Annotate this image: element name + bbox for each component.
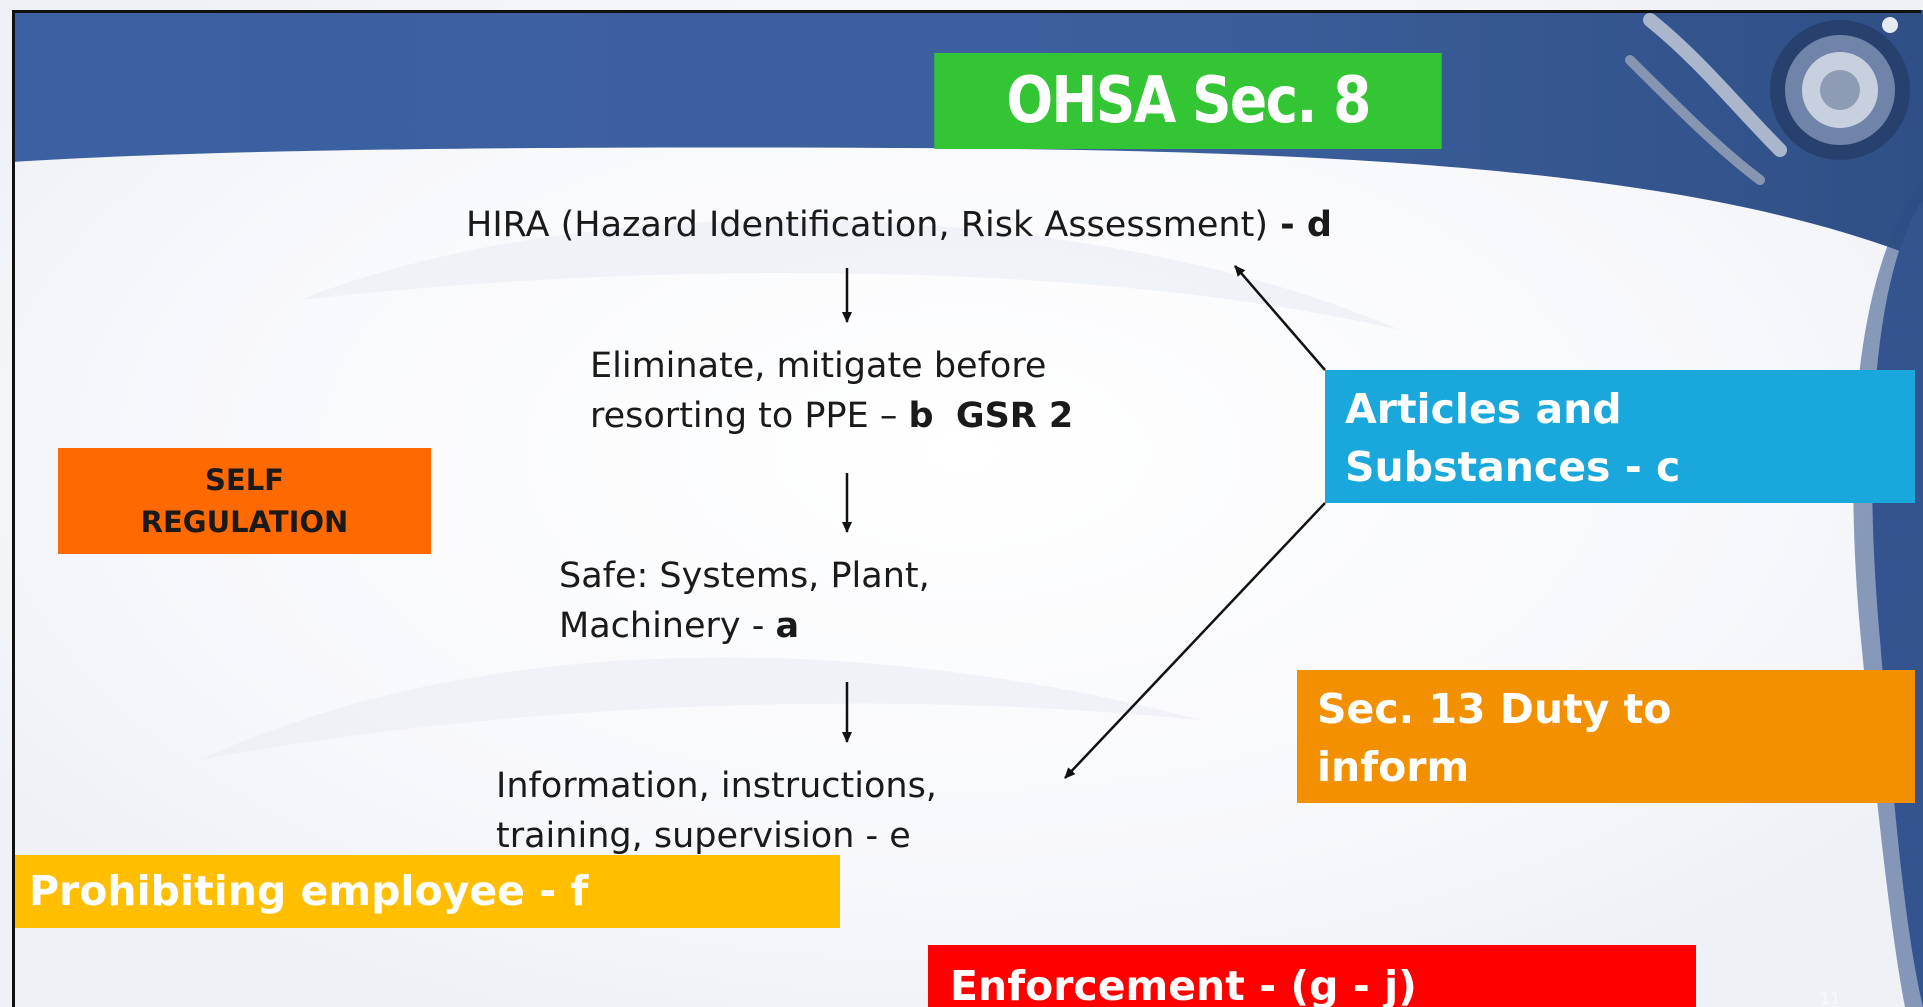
- arrow-articles-to-hira: [1234, 265, 1326, 371]
- hira-dash: -: [1267, 205, 1307, 245]
- sec13-line-1: Sec. 13 Duty to: [1317, 685, 1672, 733]
- eliminate-line-2-text: resorting to PPE –: [590, 396, 909, 436]
- self-regulation-line-1: SELF: [205, 463, 284, 497]
- flow-step-hira: HIRA (Hazard Identification, Risk Assess…: [466, 200, 1332, 250]
- safe-ref: a: [775, 606, 800, 646]
- self-regulation-line-2: REGULATION: [140, 505, 349, 539]
- eliminate-line-1: Eliminate, mitigate before: [590, 346, 1047, 386]
- self-regulation-box: SELF REGULATION: [58, 448, 431, 554]
- flow-step-eliminate: Eliminate, mitigate before resorting to …: [590, 341, 1073, 441]
- stethoscope-decoration-icon: [1625, 13, 1910, 185]
- articles-line-2: Substances - c: [1345, 443, 1681, 491]
- safe-line-2-text: Machinery -: [559, 606, 776, 646]
- flow-step-safe: Safe: Systems, Plant, Machinery - a: [559, 551, 930, 651]
- sec13-duty-box: Sec. 13 Duty to inform: [1297, 670, 1915, 803]
- slide-frame: [12, 10, 1921, 1007]
- page-title: OHSA Sec. 8: [934, 53, 1442, 149]
- eliminate-line-2: resorting to PPE – b GSR 2: [590, 391, 1073, 441]
- arrow-articles-to-information: [1064, 502, 1326, 779]
- information-line-1: Information, instructions,: [496, 766, 937, 806]
- svg-text:11: 11: [1820, 989, 1840, 1007]
- safe-line-2: Machinery - a: [559, 601, 930, 651]
- eliminate-gsr: GSR 2: [955, 396, 1074, 436]
- hira-text: HIRA (Hazard Identification, Risk Assess…: [466, 205, 1268, 245]
- safe-line-1: Safe: Systems, Plant,: [559, 556, 930, 596]
- prohibiting-employee-box: Prohibiting employee - f: [15, 855, 840, 928]
- hira-ref: d: [1306, 205, 1332, 245]
- sec13-line-2: inform: [1317, 743, 1470, 791]
- articles-line-1: Articles and: [1345, 385, 1622, 433]
- articles-substances-box: Articles and Substances - c: [1325, 370, 1915, 503]
- enforcement-box: Enforcement - (g - j): [928, 945, 1696, 1007]
- information-line-2: training, supervision - e: [496, 816, 911, 856]
- eliminate-ref: b: [908, 396, 934, 436]
- flow-step-information: Information, instructions, training, sup…: [496, 761, 937, 861]
